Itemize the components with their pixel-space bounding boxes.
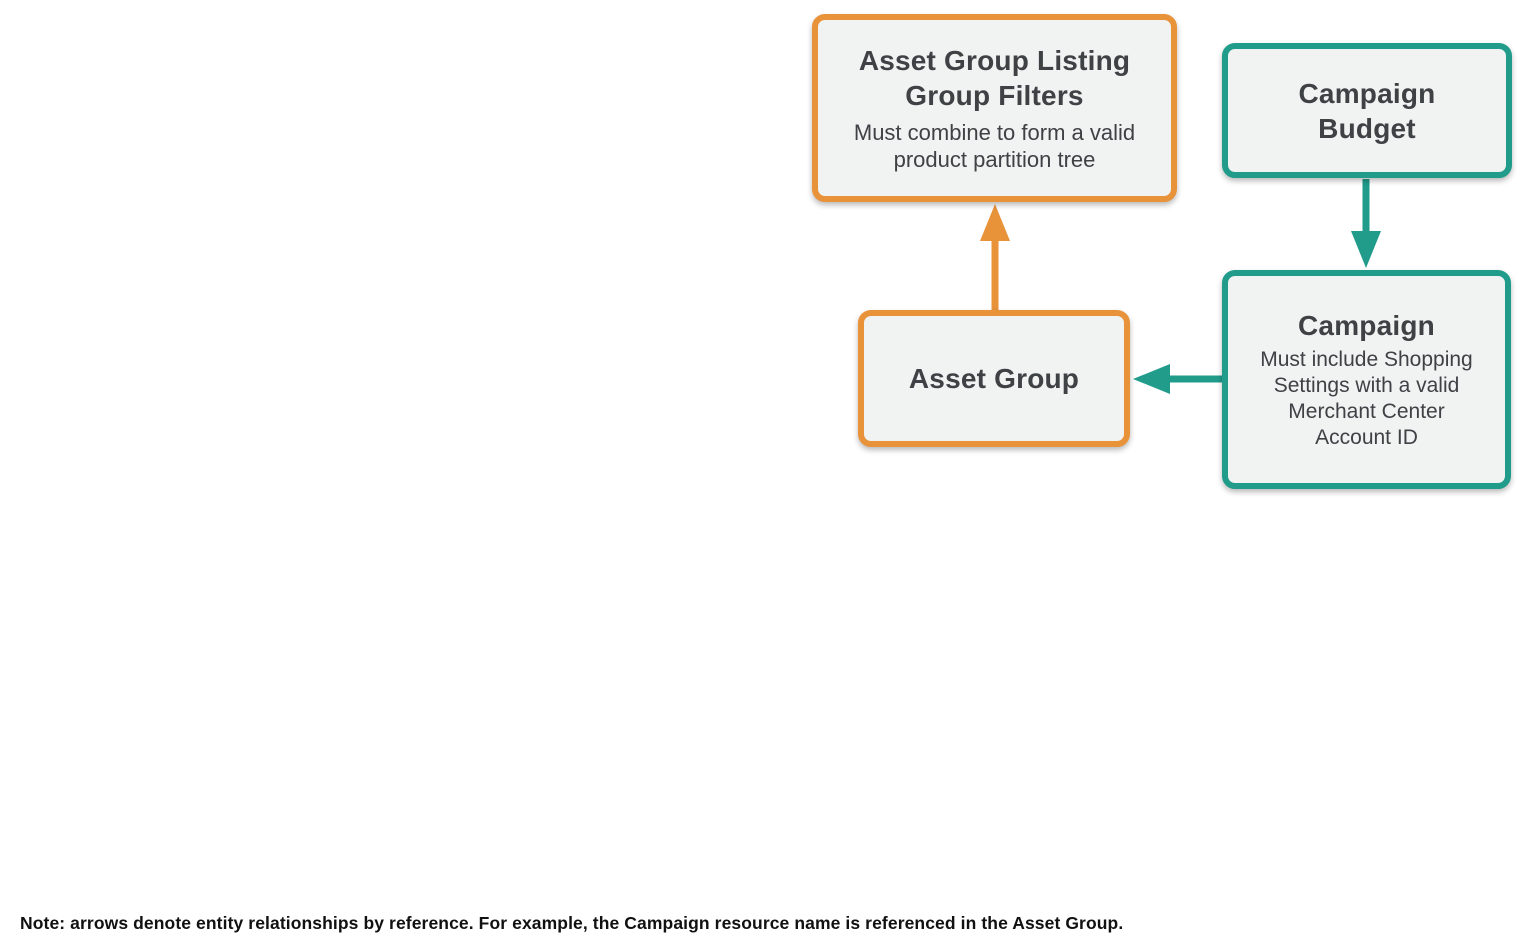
node-title: Campaign Budget	[1298, 77, 1436, 144]
edge-campaign-to-asset-group	[1133, 364, 1223, 394]
edge-asset-group-to-listing-filters	[980, 204, 1010, 312]
node-campaign-budget: Campaign Budget	[1222, 43, 1512, 178]
node-title: Asset Group Listing Group Filters	[858, 44, 1131, 111]
node-subtitle: Must include Shopping Settings with a va…	[1260, 347, 1473, 450]
node-title: Campaign	[1298, 309, 1435, 341]
edge-campaign-budget-to-campaign	[1351, 179, 1381, 268]
node-asset-group-listing-group-filters: Asset Group Listing Group Filters Must c…	[812, 14, 1177, 202]
node-title: Asset Group	[908, 363, 1080, 394]
node-campaign: Campaign Must include Shopping Settings …	[1222, 270, 1511, 489]
node-subtitle: Must combine to form a valid product par…	[853, 119, 1136, 173]
footnote: Note: arrows denote entity relationships…	[20, 913, 1124, 933]
node-asset-group: Asset Group	[858, 310, 1130, 447]
